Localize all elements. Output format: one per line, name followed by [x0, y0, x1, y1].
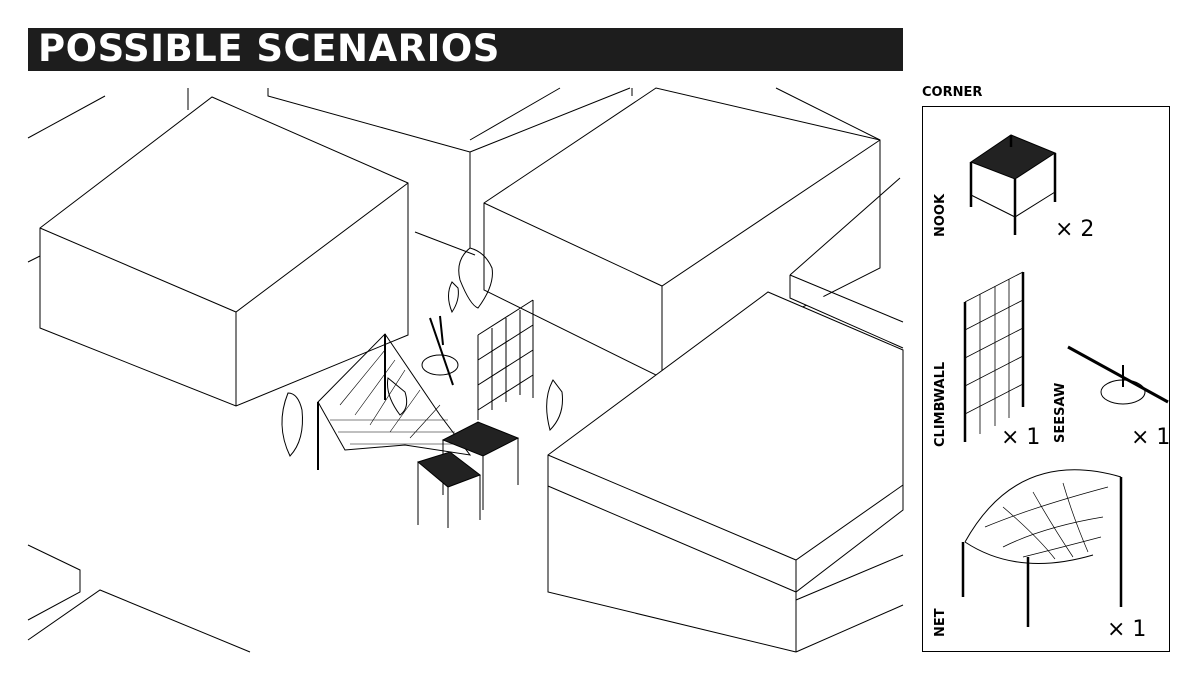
legend-illustrations: [961, 134, 1169, 627]
climbwall-illustration: [963, 271, 1025, 442]
ground-line: [27, 544, 81, 621]
net-illustration: [961, 469, 1123, 627]
legend-title: CORNER: [922, 85, 983, 100]
nook-illustration: [969, 134, 1057, 235]
building-block: [547, 454, 904, 592]
legend-item-qty-seesaw: × 1: [1131, 425, 1171, 450]
legend-item-qty-net: × 1: [1107, 617, 1147, 642]
ground-line: [27, 255, 41, 263]
building-block: [483, 139, 881, 378]
legend-item-label-nook: NOOK: [933, 193, 948, 237]
net-post: [317, 334, 386, 470]
page-title: POSSIBLE SCENARIOS: [38, 27, 500, 70]
climbwall: [477, 299, 534, 420]
legend-item-label-net: NET: [933, 608, 948, 637]
person-figure: [387, 377, 408, 416]
ground-line: [27, 95, 106, 139]
title-bar: POSSIBLE SCENARIOS: [28, 27, 903, 71]
person-figure: [546, 379, 563, 431]
building-block: [789, 177, 904, 349]
legend-item-label-seesaw: SEESAW: [1053, 382, 1068, 443]
seesaw-base: [421, 354, 459, 376]
person-figure: [448, 281, 459, 314]
person-figure: [458, 247, 493, 309]
nook: [417, 462, 481, 528]
seesaw-beam: [429, 315, 454, 386]
person-figure: [281, 392, 303, 457]
legend-item-qty-climbwall: × 1: [1001, 425, 1041, 450]
seesaw-illustration: [1067, 345, 1169, 405]
legend-panel: NOOK × 2 CLIMBWALL × 1 SEESAW × 1 NET × …: [922, 106, 1170, 652]
ground-line: [27, 589, 251, 653]
building-block: [775, 87, 881, 141]
ground-line: [414, 231, 476, 256]
net-structure: [330, 349, 462, 445]
nook: [416, 451, 482, 488]
building-block: [547, 455, 904, 653]
building-block: [469, 87, 631, 153]
legend-item-label-climbwall: CLIMBWALL: [933, 361, 948, 447]
legend-item-qty-nook: × 2: [1055, 217, 1095, 242]
isometric-scene: [27, 87, 904, 653]
nook: [441, 421, 520, 457]
building-block: [39, 182, 409, 406]
building-block: [39, 96, 409, 407]
